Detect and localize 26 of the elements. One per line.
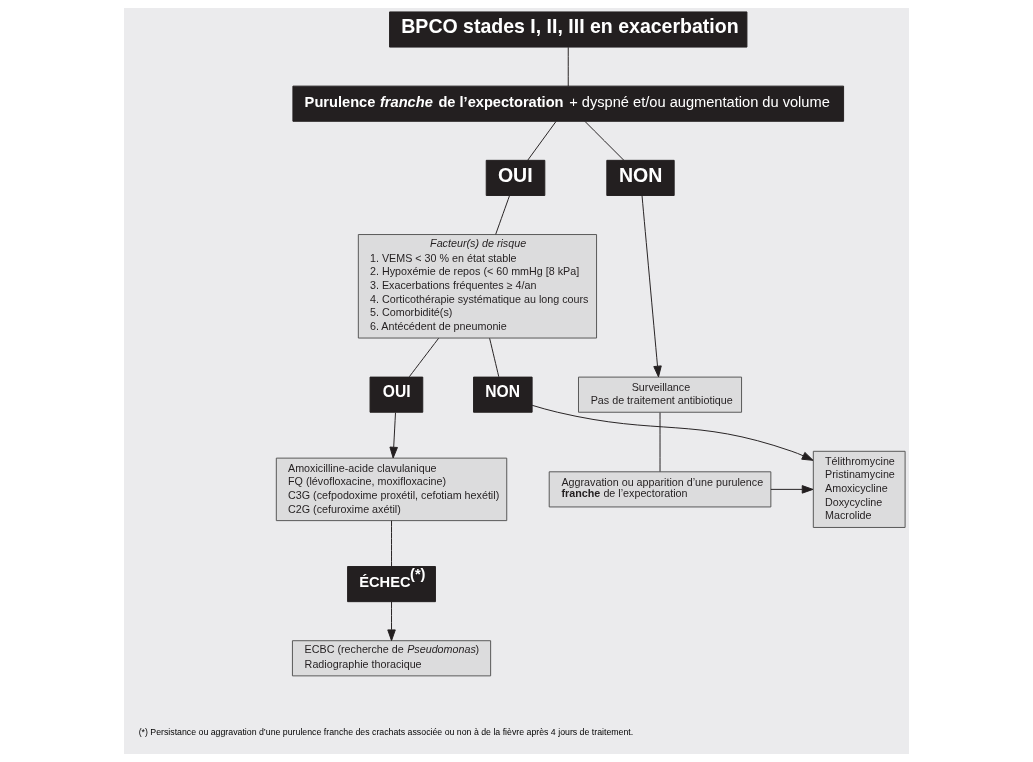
connector: [495, 195, 511, 235]
node-box: Aggravation ou apparition d’une purulence franche de l’expectoration: [548, 471, 772, 508]
node-box: Purulence franche de l’expectoration + dyspné et/ou augmentation du volume: [292, 85, 845, 122]
node-box: Surveillance Pas de traitement antibiotique: [578, 376, 743, 413]
connector: [584, 120, 625, 161]
node-box: BPCO stades I, II, III en exacerbation: [389, 11, 748, 48]
arrow: [531, 404, 814, 461]
connector: [659, 412, 661, 472]
node-box: NON: [473, 376, 533, 413]
connector: [527, 120, 557, 161]
arrow: [387, 601, 396, 642]
node-box: Facteur(s) de risque 1. VEMS < 30 % en état stable 2. Hypoxémie de repos (< 60 mmHg [8 kPa] 3. Exacerbations fréquentes ≥ 4/an 4. Corticothérapie systématique au long cours 5. Comorbidité(s) 6. Antécédent de pneumonie: [357, 234, 598, 339]
node-box: OUI: [369, 376, 424, 413]
arrow: [389, 412, 398, 459]
arrow: [641, 195, 662, 378]
node-box: Amoxicilline-acide clavulanique FQ (lévofloxacine, moxifloxacine) C3G (cefpodoxime proxétil, cefotiam hexétil) C2G (cefuroxime axétil): [275, 457, 508, 522]
connector: [567, 46, 569, 87]
node-box: ECBC (recherche de Pseudomonas) Radiographie thoracique: [291, 640, 492, 677]
node-box: NON: [606, 159, 675, 196]
arrow: [770, 485, 814, 494]
node-box: Télithromycine Pristinamycine Amoxicycline Doxycycline Macrolide: [812, 450, 906, 528]
label: (*) Persistance ou aggravation d’une purulence franche des crachats associée ou non à de la fièvre après 4 jours de traitement.: [138, 726, 634, 737]
connector: [408, 337, 440, 378]
connector: [391, 520, 392, 567]
node-box: OUI: [485, 159, 546, 196]
connector: [489, 337, 500, 378]
